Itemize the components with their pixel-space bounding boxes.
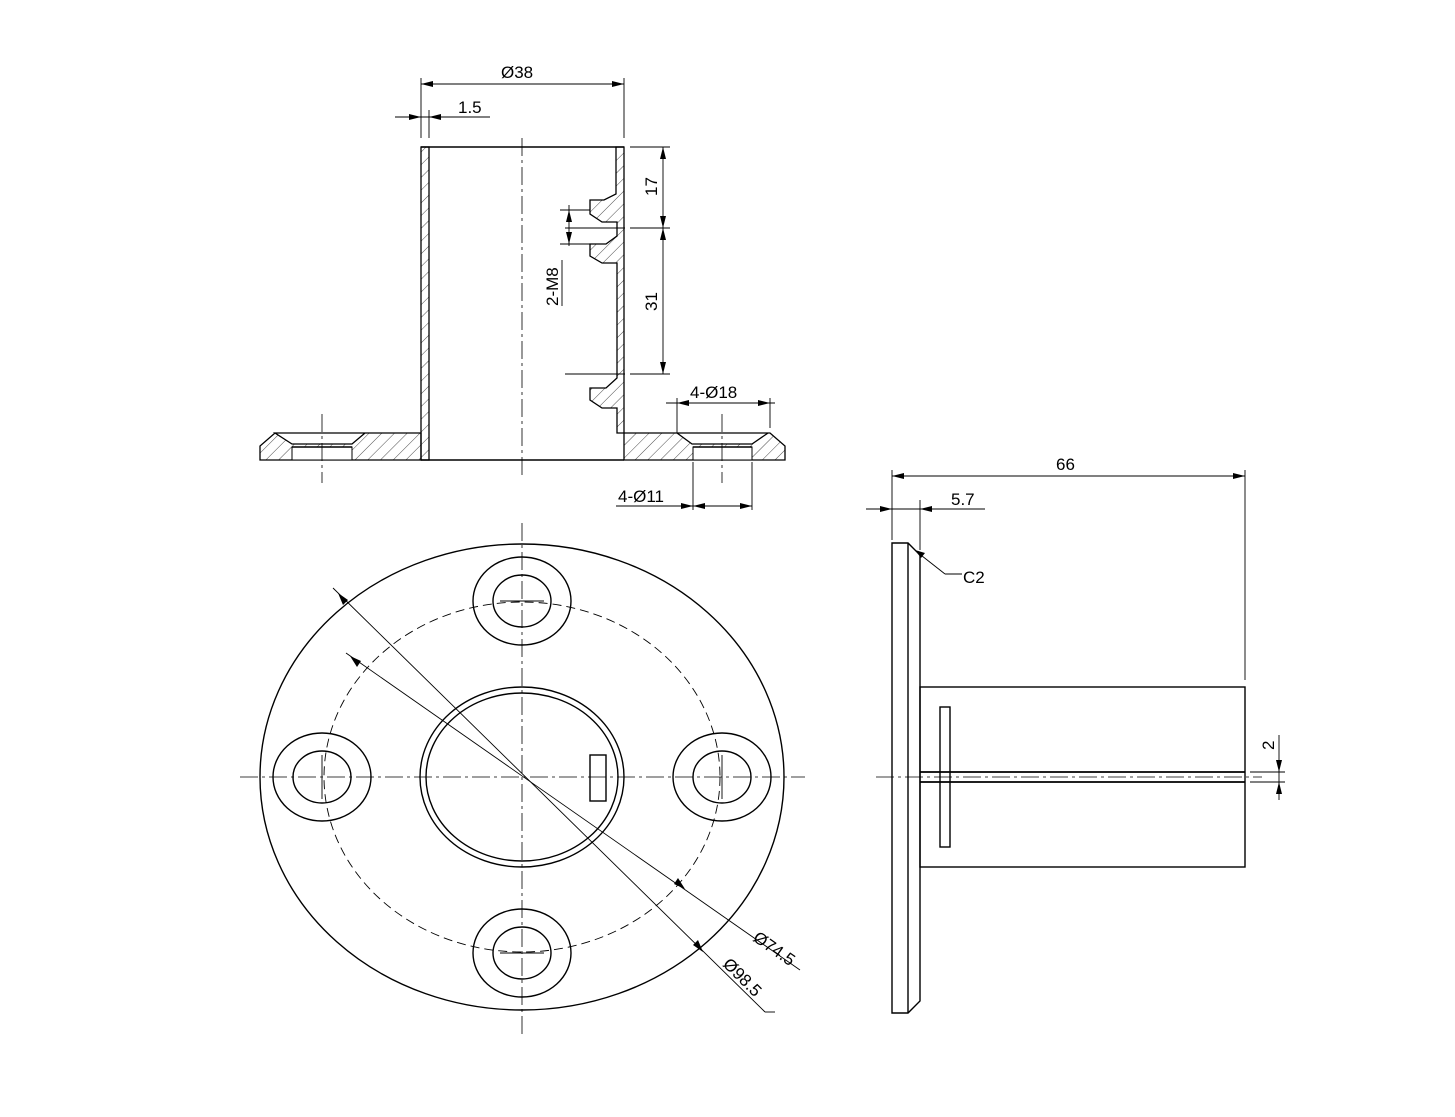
dim-overall-length: 66	[891, 455, 1246, 680]
side-view	[876, 542, 1262, 1014]
dim-tube-diameter: Ø38	[420, 63, 625, 138]
bolt-hole-left	[272, 732, 372, 822]
dim-thread-label: 2-M8	[543, 267, 562, 306]
slot-key	[589, 754, 607, 802]
tube-outer	[419, 686, 625, 868]
bolt-hole-right	[672, 732, 772, 822]
dim-bolt-circle-label: Ø74.5	[750, 928, 799, 970]
section-view	[259, 138, 786, 483]
dim-chamfer: C2	[915, 550, 985, 587]
dim-wall-thickness-label: 1.5	[458, 98, 482, 117]
right-wall-section	[589, 146, 625, 434]
dim-slot-width: 2	[1250, 735, 1285, 800]
bolt-circle	[323, 601, 721, 953]
flange-outline	[259, 543, 785, 1011]
dim-flange-diameter-label: Ø98.5	[719, 954, 765, 1000]
dim-groove-offset-label: 17	[642, 177, 661, 196]
tube-inner	[425, 692, 619, 862]
dim-thread: 2-M8	[543, 205, 590, 306]
bolt-hole-bottom	[472, 908, 572, 998]
plan-view	[240, 523, 805, 1035]
dim-slot-width-label: 2	[1259, 741, 1278, 750]
dim-chamfer-label: C2	[963, 568, 985, 587]
dim-through-hole-label: 4-Ø11	[618, 487, 664, 506]
flange-side	[891, 542, 921, 1014]
bolt-hole-top	[472, 556, 572, 646]
left-wall-section	[420, 146, 430, 461]
dim-flange-thickness: 5.7	[866, 490, 985, 550]
dim-groove-spacing-label: 31	[642, 292, 661, 311]
dim-wall-thickness: 1.5	[395, 98, 490, 138]
dim-through-hole: 4-Ø11	[616, 462, 753, 510]
dim-counterbore: 4-Ø18	[666, 383, 775, 433]
dim-counterbore-label: 4-Ø18	[690, 383, 737, 402]
dim-tube-diameter-label: Ø38	[501, 63, 533, 82]
dim-groove: 17 31	[630, 146, 670, 375]
dim-overall-length-label: 66	[1056, 455, 1075, 474]
dim-flange-thickness-label: 5.7	[951, 490, 975, 509]
key-side	[939, 706, 951, 848]
tube-side	[919, 686, 1246, 868]
